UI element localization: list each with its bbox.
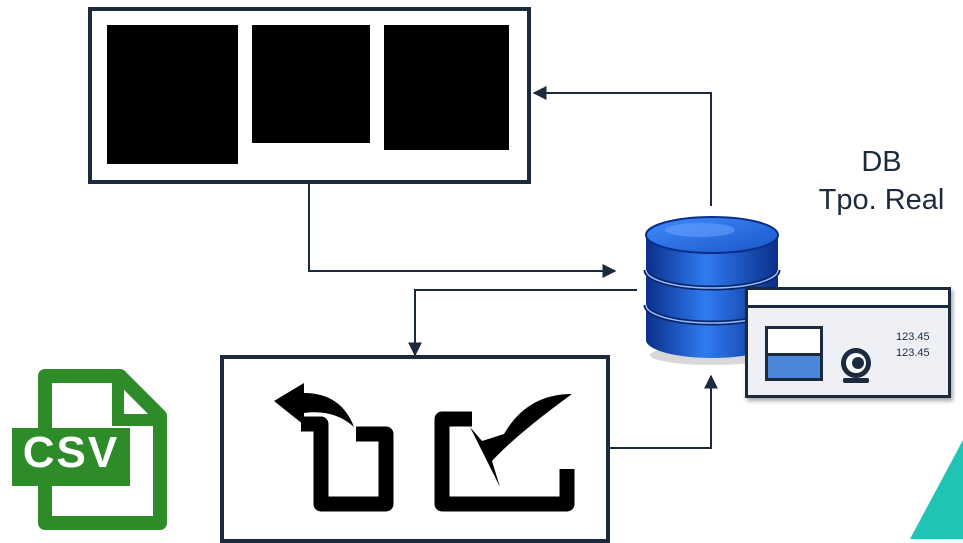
monitor-reading-1: 123.45 (896, 331, 930, 343)
import-export-panel (220, 355, 610, 543)
db-label-line2: Tpo. Real (818, 184, 945, 216)
csv-icon-label: CSV (22, 428, 120, 477)
dashboard-block-2 (252, 25, 370, 143)
level-gauge (765, 326, 823, 381)
db-label-line1: DB (861, 146, 902, 178)
arrow-io-panel-to-db (608, 374, 718, 449)
arrow-db-to-io-panel (408, 289, 637, 357)
csv-file-icon (12, 369, 167, 530)
decorative-corner-triangle (910, 440, 963, 539)
level-gauge-fill (768, 352, 820, 378)
dashboard-block-3 (384, 25, 509, 150)
arrow-db-to-dashboard (532, 86, 712, 206)
arrow-dashboard-to-db (308, 184, 617, 278)
db-label: DB Tpo. Real (800, 143, 963, 219)
import-icon (434, 394, 575, 512)
monitor-reading-2: 123.45 (896, 347, 930, 359)
webcam-icon (841, 348, 871, 383)
dashboard-panel (88, 7, 531, 184)
dashboard-block-1 (107, 25, 238, 164)
export-icon (274, 383, 394, 512)
monitor-titlebar (748, 290, 948, 308)
monitor-panel: 123.45 123.45 (745, 287, 951, 398)
